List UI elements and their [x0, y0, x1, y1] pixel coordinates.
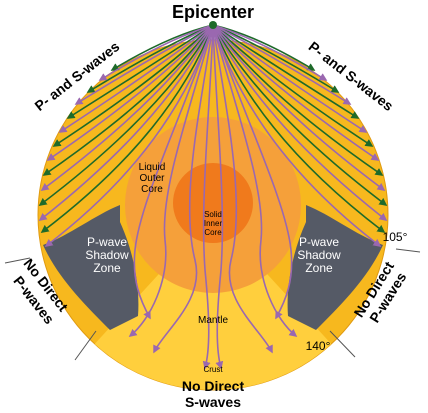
epicenter-point — [209, 21, 217, 29]
epicenter-label: Epicenter — [172, 2, 254, 22]
s-wave-shadow-region — [80, 215, 346, 390]
mantle-label: Mantle — [198, 315, 228, 326]
p-shadow-zone-left — [43, 205, 139, 330]
p-shadow-left-label-3: Zone — [93, 261, 121, 275]
angle-105-label: 105° — [383, 230, 408, 244]
p-shadow-left-label-2: Shadow — [85, 248, 129, 262]
angle-140-label: 140° — [306, 339, 331, 353]
no-direct-s-label-1: No Direct — [182, 378, 245, 394]
liquid-outer-core-label-3: Core — [141, 184, 163, 195]
p-shadow-right-label-1: P-wave — [299, 235, 339, 249]
crust-label: Crust — [203, 365, 223, 374]
p-shadow-zone-right — [287, 205, 383, 330]
p-waves-through-core — [128, 24, 298, 370]
no-direct-s-label-2: S-waves — [185, 394, 241, 410]
solid-inner-core-label-3: Core — [204, 228, 222, 237]
p-shadow-right-label-2: Shadow — [297, 248, 341, 262]
p-shadow-left-label-1: P-wave — [87, 235, 127, 249]
solid-inner-core-label-2: Inner — [204, 219, 223, 228]
angle-lines — [4, 248, 421, 361]
p-and-s-rays-right — [212, 24, 388, 233]
p-shadow-right-label-3: Zone — [305, 261, 333, 275]
solid-inner-core — [173, 163, 253, 243]
liquid-outer-core-label-1: Liquid — [139, 162, 166, 173]
solid-inner-core-label-1: Solid — [204, 210, 222, 219]
liquid-outer-core-label-2: Outer — [139, 173, 165, 184]
